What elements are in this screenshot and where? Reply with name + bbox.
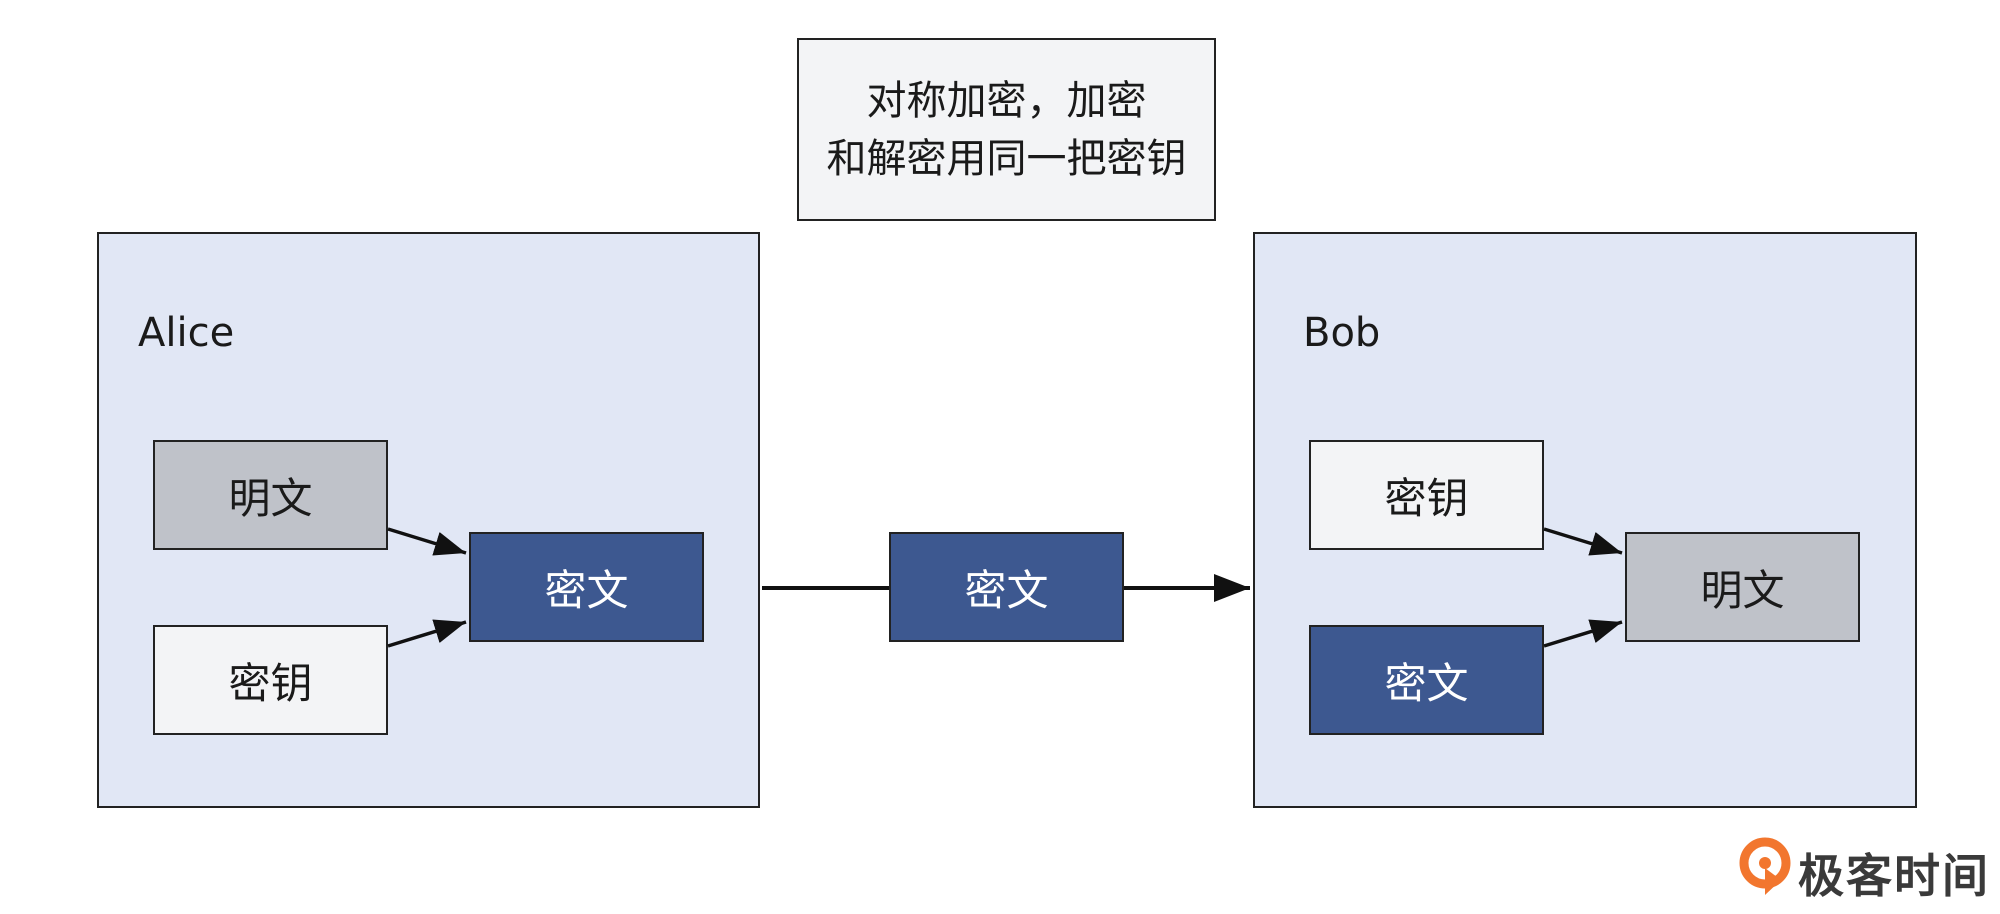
brand-logo-icon [1739,837,1791,895]
brand-name: 极客时间 [1798,849,1990,903]
channel-ciphertext-box: 密文 [889,532,1124,642]
note-line-2: 和解密用同一把密钥 [826,135,1187,182]
bob-label: Bob [1303,310,1381,356]
alice-label: Alice [138,310,235,356]
bob-ciphertext-box: 密文 [1309,625,1544,735]
alice-key-box: 密钥 [153,625,388,735]
arrow-key-to-ciphertext [387,619,467,648]
alice-plaintext-box: 明文 [153,440,388,550]
arrow-bob-ciphertext-to-plaintext [1543,619,1623,648]
arrow-bob-key-to-plaintext [1543,527,1623,556]
bob-key-box: 密钥 [1309,440,1544,550]
bob-plaintext-box: 明文 [1625,532,1860,642]
arrow-plaintext-to-ciphertext [387,527,467,556]
description-note: 对称加密，加密 和解密用同一把密钥 [797,38,1216,221]
alice-ciphertext-box: 密文 [469,532,704,642]
note-line-1: 对称加密，加密 [866,77,1147,124]
